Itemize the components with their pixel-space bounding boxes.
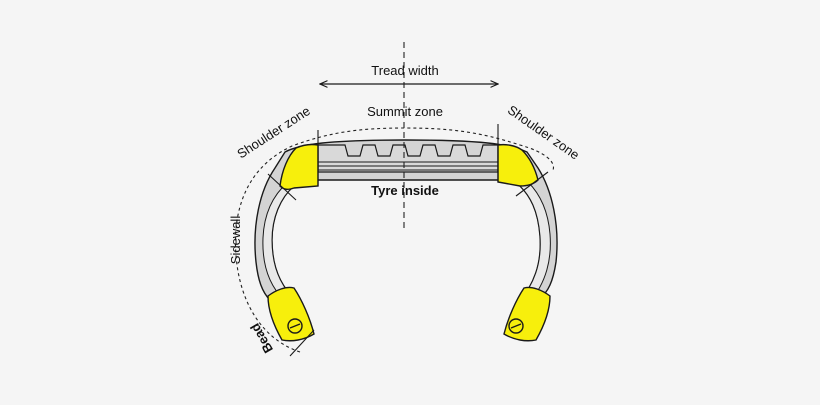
right-bead — [503, 286, 551, 342]
sidewall-label: Sidewall — [228, 216, 243, 265]
tread-width-label: Tread width — [371, 63, 438, 78]
tread-blocks — [317, 144, 499, 173]
right-shoulder-zone — [497, 143, 539, 187]
tyre-inside-label: Tyre inside — [371, 183, 439, 198]
outer-profile-dashed — [234, 127, 555, 353]
right-shoulder-tick — [515, 171, 549, 197]
left-bead-wire-mark — [289, 323, 301, 329]
left-shoulder-zone — [279, 143, 319, 191]
left-shoulder-tick — [267, 173, 297, 201]
summit-zone-label: Summit zone — [367, 104, 443, 119]
right-bead-wire-mark — [510, 323, 522, 329]
left-bead — [267, 286, 315, 342]
bead-tick — [289, 329, 315, 357]
bead-label: Bead — [247, 321, 276, 356]
